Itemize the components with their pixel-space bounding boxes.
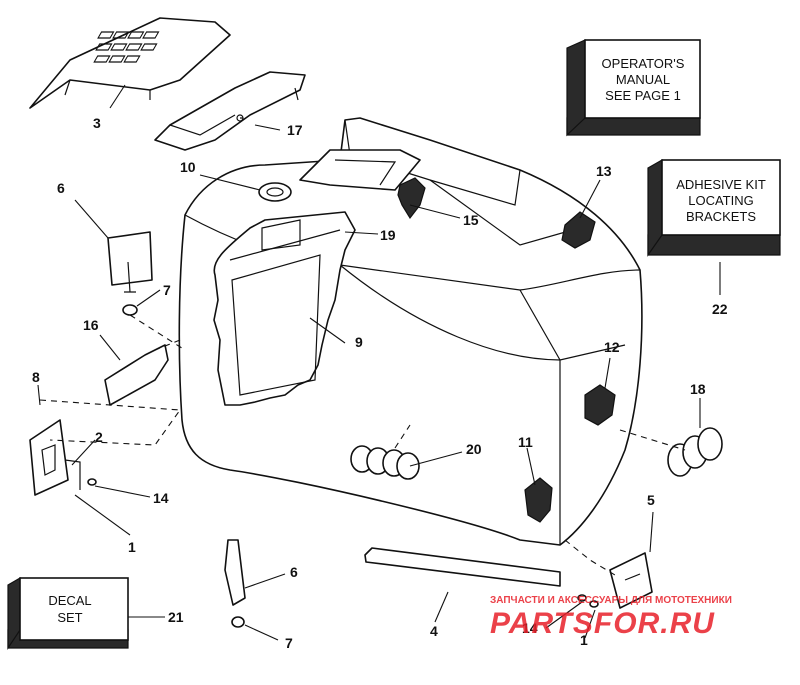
- latch-6-icon: [107, 231, 153, 286]
- callout-6a: 6: [57, 180, 65, 196]
- bracket-5-icon: [609, 552, 653, 609]
- adhesive-kit-box: ADHESIVE KIT LOCATING BRACKETS: [647, 158, 781, 257]
- callout-22: 22: [712, 301, 728, 317]
- trim-strip-4-icon: [364, 547, 561, 587]
- watermark-tagline: ЗАПЧАСТИ И АКСЕССУАРЫ ДЛЯ МОТОТЕХНИКИ: [490, 595, 732, 606]
- seal-16-icon: [104, 344, 169, 406]
- adhesive-kit-line3: BRACKETS: [686, 209, 756, 224]
- callout-17: 17: [287, 122, 303, 138]
- left-parts: [29, 231, 169, 496]
- grommets-18-icon: [667, 427, 723, 477]
- callout-10: 10: [180, 159, 196, 175]
- callout-15: 15: [463, 212, 479, 228]
- callout-1b: 1: [580, 632, 588, 648]
- grommets-icon: [350, 445, 420, 480]
- decal-set-box: DECAL SET: [7, 576, 129, 650]
- callout-16: 16: [83, 317, 99, 333]
- operators-manual-box: OPERATOR'S MANUAL SEE PAGE 1: [566, 39, 701, 137]
- screw-7-icon: [122, 304, 138, 316]
- top-grille: [29, 17, 231, 109]
- screw-7b-icon: [231, 616, 245, 628]
- bracket-15-icon: [397, 177, 426, 220]
- callout-21: 21: [168, 609, 184, 625]
- adhesive-kit-line1: ADHESIVE KIT: [676, 177, 766, 192]
- engine-cover: [178, 117, 643, 546]
- fuel-cap-icon: [258, 182, 292, 202]
- callout-9: 9: [355, 334, 363, 350]
- callout-4: 4: [430, 623, 438, 639]
- callout-18: 18: [690, 381, 706, 397]
- bracket-13-icon: [561, 211, 596, 249]
- callout-8: 8: [32, 369, 40, 385]
- operators-manual-line2: MANUAL: [616, 72, 670, 87]
- callout-5: 5: [647, 492, 655, 508]
- callout-7b: 7: [285, 635, 293, 651]
- watermark: ЗАПЧАСТИ И АКСЕССУАРЫ ДЛЯ МОТОТЕХНИКИ PA…: [490, 595, 732, 640]
- adhesive-kit-line2: LOCATING: [688, 193, 754, 208]
- bracket-11-icon: [524, 477, 553, 523]
- assembly-lines: [39, 314, 686, 576]
- callout-2: 2: [95, 429, 103, 445]
- callout-20: 20: [466, 441, 482, 457]
- callout-14b: 14: [522, 620, 538, 636]
- operators-manual-line1: OPERATOR'S: [602, 56, 685, 71]
- watermark-logo: PARTSFOR.RU: [490, 607, 715, 640]
- callout-6b: 6: [290, 564, 298, 580]
- decal-set-line2: SET: [57, 610, 82, 625]
- callout-14a: 14: [153, 490, 169, 506]
- callout-13: 13: [596, 163, 612, 179]
- operators-manual-line3: SEE PAGE 1: [605, 88, 681, 103]
- latch-6b-icon: [224, 539, 246, 606]
- rear-panel: [154, 71, 306, 151]
- bottom-parts: [224, 539, 653, 628]
- bracket-12-icon: [584, 384, 616, 426]
- leader-lines: [37, 84, 721, 641]
- callout-19: 19: [380, 227, 396, 243]
- bracket-8-icon: [29, 419, 69, 496]
- decal-set-line1: DECAL: [48, 593, 91, 608]
- screw-14-icon: [87, 478, 97, 486]
- callout-labels: 1 1 2 3 4 5 6 6 7 7 8 9 10 11 12 13 14 1…: [32, 115, 728, 651]
- callout-12: 12: [604, 339, 620, 355]
- callout-3: 3: [93, 115, 101, 131]
- callout-1a: 1: [128, 539, 136, 555]
- callout-11: 11: [518, 434, 533, 450]
- callout-7a: 7: [163, 282, 171, 298]
